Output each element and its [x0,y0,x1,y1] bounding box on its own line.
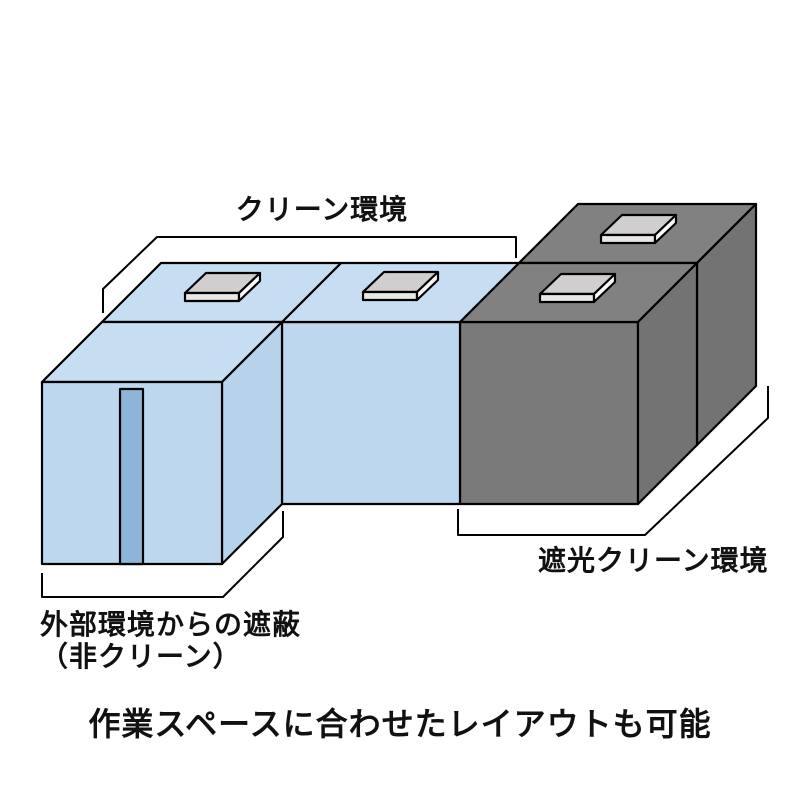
bracket-external-shield [41,511,284,598]
fan-unit-front [183,291,241,303]
bracket-clean-environment [102,236,517,313]
fan-filter-unit-2 [361,270,440,302]
label-external-shield-line1: 外部環境からの遮蔽 [40,609,302,640]
clean-box-middle-front-face [280,320,462,506]
clean-box-front-left [40,320,284,566]
fan-unit-side [415,270,440,302]
dark-box-front-side-face [636,261,699,506]
fan-unit-side [592,272,617,304]
bracket-shaded-clean-environment [457,386,769,536]
label-external-shield-line2: （非クリーン） [40,641,242,673]
label-shaded-clean-environment: 遮光クリーン環境 [538,545,769,576]
fan-unit-front [361,290,419,302]
door-stripe [118,387,145,566]
fan-unit-side [653,213,678,245]
caption-layout-flexibility: 作業スペースに合わせたレイアウトも可能 [88,706,712,742]
fan-filter-unit-1 [183,271,262,303]
label-external-shield: 外部環境からの遮蔽 （非クリーン） [40,609,301,673]
dark-box-front-front-face [458,320,640,506]
fan-unit-front [599,233,657,245]
fan-filter-unit-3 [538,272,617,304]
fan-filter-unit-4 [599,213,678,245]
fan-unit-side [237,271,262,303]
label-clean-environment: クリーン環境 [235,194,409,225]
fan-unit-front [538,292,596,304]
